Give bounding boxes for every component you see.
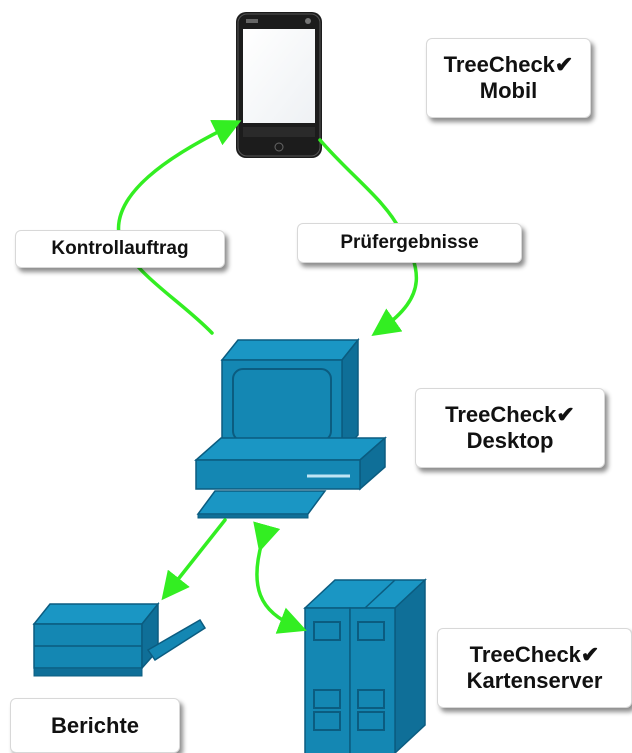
- label-kontrollauftrag-text: Kontrollauftrag: [51, 238, 189, 259]
- label-treecheck-mobil: TreeCheck✔ Mobil: [426, 38, 591, 118]
- label-kartenserver-line1: TreeCheck✔: [469, 642, 600, 667]
- label-desktop-line1: TreeCheck✔: [445, 402, 575, 427]
- label-pruefergebnisse: Prüfergebnisse: [297, 223, 522, 263]
- label-berichte-text: Berichte: [50, 712, 140, 738]
- server-icon: [303, 578, 427, 753]
- arrow-kontrollauftrag: [116, 120, 242, 335]
- label-desktop-line2: Desktop: [466, 428, 554, 453]
- label-berichte: Berichte: [10, 698, 180, 753]
- label-treecheck-kartenserver: TreeCheck✔ Kartenserver: [437, 628, 632, 708]
- label-kontrollauftrag: Kontrollauftrag: [15, 230, 225, 268]
- printer-icon: [32, 601, 207, 677]
- label-mobil-line2: Mobil: [479, 78, 538, 103]
- label-kartenserver-line2: Kartenserver: [466, 668, 603, 693]
- arrow-desktop-server: [253, 521, 307, 634]
- label-pruefergebnisse-text: Prüfergebnisse: [340, 232, 479, 253]
- label-treecheck-desktop: TreeCheck✔ Desktop: [415, 388, 605, 468]
- arrow-desktop-to-printer: [161, 518, 227, 601]
- desktop-computer-icon: [194, 337, 387, 519]
- label-mobil-line1: TreeCheck✔: [443, 52, 574, 77]
- smartphone-icon: [236, 12, 322, 158]
